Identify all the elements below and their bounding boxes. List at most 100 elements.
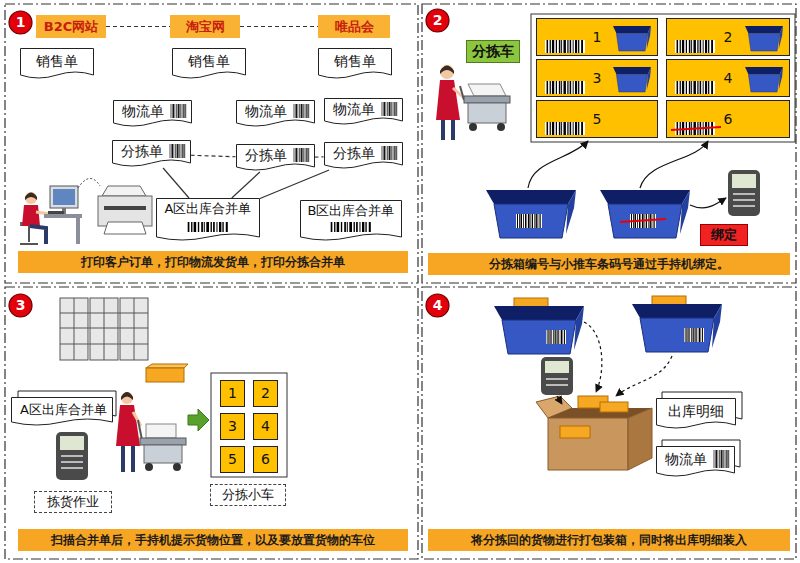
barcode-bar: [175, 144, 176, 158]
bin-inside: [613, 67, 651, 74]
barcode-bar: [177, 104, 178, 118]
barcode-bar: [181, 144, 183, 158]
barcode-bar: [720, 450, 721, 468]
barcode-bar: [213, 222, 215, 232]
office-worker: [50, 186, 78, 208]
barcode-bar: [359, 222, 360, 232]
parcel: [146, 368, 184, 382]
barcode-bar: [700, 81, 702, 94]
barcode-bar: [547, 81, 549, 94]
node-text: 分拣小车: [222, 487, 274, 503]
barcode-bar: [395, 146, 397, 160]
node-text: 1: [228, 385, 237, 402]
barcode-bar: [294, 104, 296, 118]
node-text: 分拣单: [245, 147, 287, 164]
barcode-ground: [545, 81, 585, 94]
barcode-bar: [387, 146, 388, 160]
barcode-bar: [341, 222, 342, 232]
barcode-bar: [689, 81, 691, 94]
barcode-bar: [305, 104, 307, 118]
barcode-bar: [581, 40, 583, 53]
barcode-bar: [175, 104, 177, 118]
barcode-ground: [545, 40, 585, 53]
office-worker: [76, 218, 80, 244]
cardboard-box: [548, 418, 628, 470]
document: A区出库合并单: [11, 397, 113, 427]
barcode-bar: [383, 102, 385, 116]
office-worker: [20, 186, 82, 244]
sorting-bin: [745, 26, 783, 51]
barcode-ground: [169, 144, 186, 158]
node-text: 2: [261, 385, 270, 402]
barcode-bar: [169, 144, 171, 158]
barcode-bar: [306, 104, 308, 118]
office-worker: [28, 226, 30, 242]
node-text: 1: [16, 14, 26, 31]
slot-cell: 6: [253, 446, 278, 473]
node-text: 物流单: [122, 103, 164, 120]
step-number: 3: [8, 293, 33, 318]
barcode-bar: [183, 104, 185, 118]
slot-cell: 3: [536, 59, 658, 97]
barcode-bar: [301, 148, 303, 162]
barcode-bar: [575, 40, 577, 53]
barcode: [293, 148, 310, 162]
barcode-bar: [559, 122, 561, 135]
barcode-bar: [677, 81, 679, 94]
slot-cell: 5: [220, 446, 245, 473]
barcode-bar: [394, 146, 396, 160]
worker-with-cart: [146, 424, 176, 438]
barcode-bar: [382, 102, 384, 116]
barcode-bar: [381, 146, 383, 160]
document-outline: [324, 99, 402, 125]
barcode-bar: [179, 104, 181, 118]
barcode-bar: [381, 102, 383, 116]
node-text: 4: [261, 418, 270, 435]
slot-cell: 3: [220, 413, 245, 440]
office-worker: [44, 214, 82, 218]
barcode-bar: [680, 81, 681, 94]
barcode-bar: [727, 450, 729, 468]
barcode-bar: [721, 450, 723, 468]
barcode-bar: [547, 122, 549, 135]
node-text: 4: [724, 70, 733, 87]
barcode-bar: [301, 104, 303, 118]
barcode-bar: [561, 40, 563, 53]
handheld-scanner: [60, 436, 84, 450]
barcode-bar: [697, 40, 698, 53]
barcode: [675, 40, 715, 53]
document: 物流单: [324, 98, 403, 126]
slot-cell: 4: [253, 413, 278, 440]
node-text: B区出库合并单: [308, 203, 395, 219]
sorting-bin: [600, 190, 690, 238]
bin-front: [748, 33, 779, 51]
flow-arrow: [640, 141, 708, 188]
worker-with-cart: [138, 420, 142, 440]
worker-with-cart: [144, 445, 182, 463]
barcode-bar: [393, 102, 395, 116]
cardboard-box: [560, 426, 590, 438]
worker-with-cart: [497, 123, 505, 131]
barcode-bar: [572, 40, 574, 53]
node-text: 物流单: [245, 103, 287, 120]
barcode-bar: [393, 146, 395, 160]
connector: [240, 26, 318, 27]
barcode-bar: [726, 450, 728, 468]
handheld-scanner: [732, 174, 756, 188]
node-text: 销售单: [334, 53, 376, 70]
barcode-bar: [219, 222, 221, 232]
barcode-bar: [174, 144, 176, 158]
node-text: 扫描合并单后，手持机提示货物位置，以及要放置货物的车位: [51, 533, 375, 547]
office-worker: [48, 211, 64, 214]
barcode-bar: [170, 144, 172, 158]
barcode-bar: [178, 104, 180, 118]
document-outline: [21, 49, 94, 79]
bin-side: [647, 67, 651, 90]
worker-with-cart: [436, 65, 510, 140]
document-outline: [112, 141, 190, 167]
worker-with-cart: [468, 103, 506, 123]
barcode-bar: [389, 102, 391, 116]
office-worker: [36, 212, 50, 214]
node-text: 6: [261, 451, 270, 468]
barcode-ground: [675, 81, 715, 94]
